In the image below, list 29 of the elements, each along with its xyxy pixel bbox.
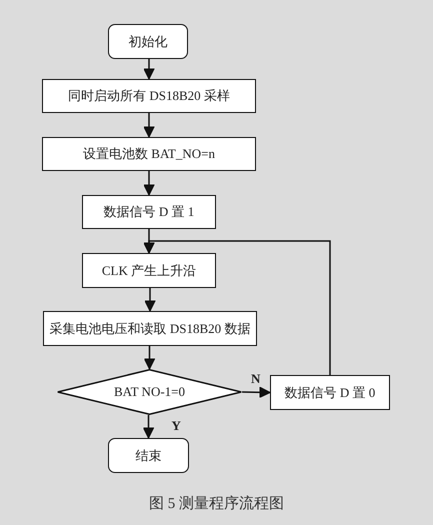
process-box: [43, 311, 257, 346]
terminal-box: [108, 24, 188, 59]
node-text: 数据信号 D 置 0: [284, 384, 376, 402]
node-text: 同时启动所有 DS18B20 采样: [68, 87, 230, 105]
node-text: BAT NO-1=0: [114, 384, 185, 400]
decision-diamond: [57, 369, 242, 415]
arrow: [143, 59, 155, 80]
edge-label: Y: [170, 419, 182, 433]
figure-caption: 图 5 测量程序流程图: [149, 496, 284, 512]
arrow: [143, 113, 155, 138]
terminal-box: [108, 438, 189, 473]
arrow: [142, 415, 154, 439]
node-text: CLK 产生上升沿: [102, 262, 196, 280]
node-text: 数据信号 D 置 1: [104, 203, 194, 221]
node-text: 初始化: [128, 32, 168, 50]
process-box: [82, 253, 216, 288]
arrow: [242, 386, 271, 398]
node-text: 结束: [136, 446, 162, 464]
node-text: 设置电池数 BAT_NO=n: [83, 145, 215, 163]
arrow: [143, 171, 155, 196]
process-box: [82, 195, 216, 229]
process-box: [42, 79, 256, 113]
node-text: 采集电池电压和读取 DS18B20 数据: [50, 320, 250, 338]
arrow: [143, 240, 331, 375]
arrow: [144, 346, 156, 370]
arrow: [144, 288, 156, 312]
process-box: [270, 375, 390, 410]
process-box: [42, 137, 256, 171]
edge-label: N: [250, 372, 262, 386]
